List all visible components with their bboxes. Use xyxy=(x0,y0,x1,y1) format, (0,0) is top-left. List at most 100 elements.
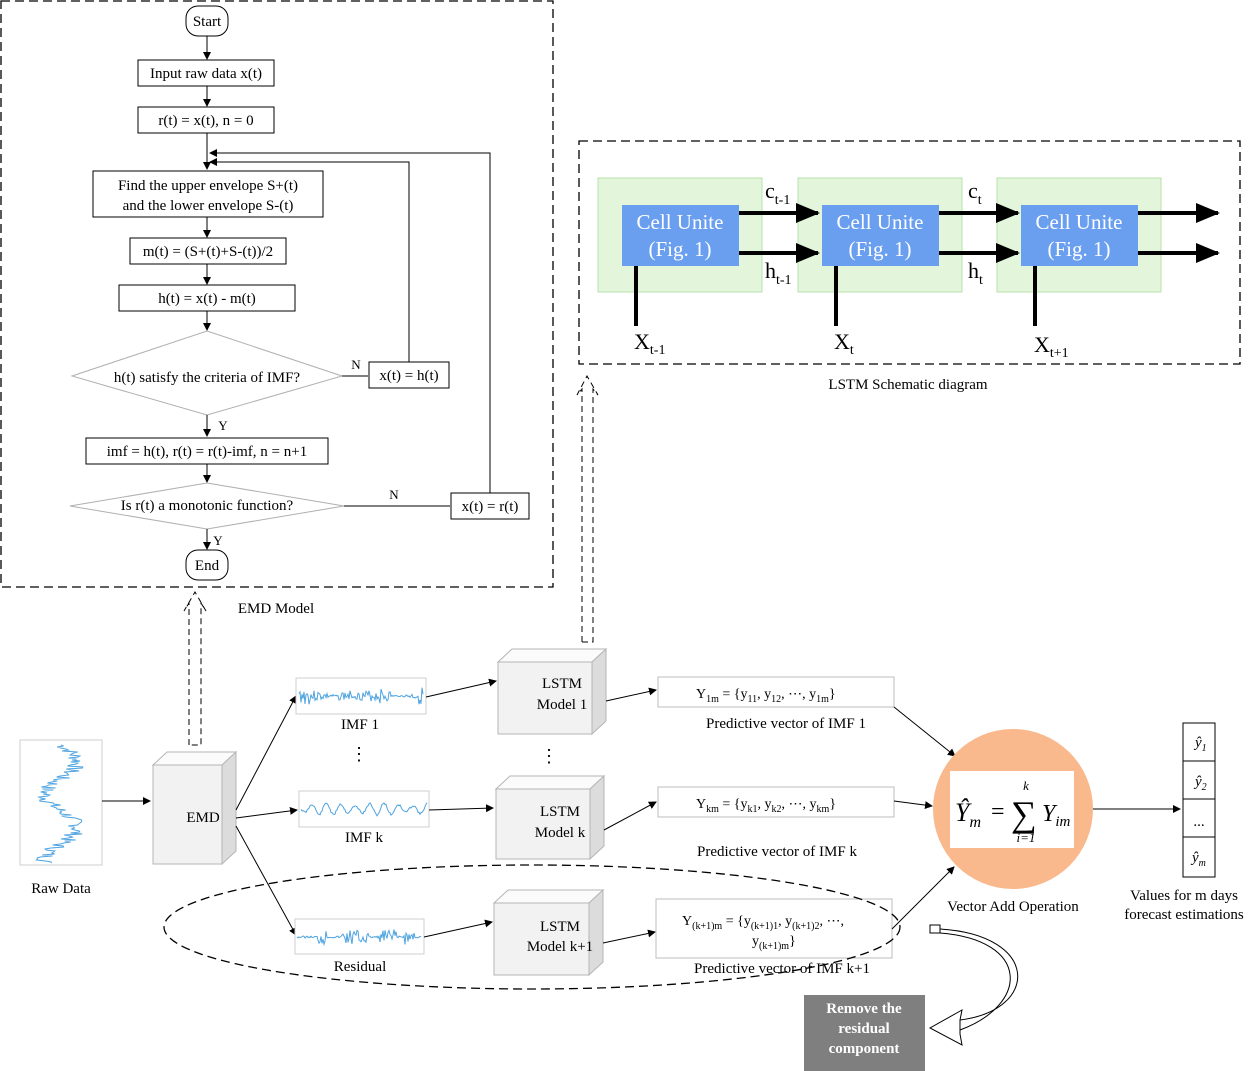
lstm1-line2: Model 1 xyxy=(537,697,587,713)
emd-model-panel: Start Input raw data x(t) r(t) = x(t), n… xyxy=(0,0,554,588)
imf-update-label: imf = h(t), r(t) = r(t)-imf, n = n+1 xyxy=(107,444,307,460)
raw-data-wave xyxy=(35,744,84,864)
imf1-label: IMF 1 xyxy=(341,717,379,733)
mean-box xyxy=(129,237,287,265)
residual-dashed-ellipse xyxy=(163,864,901,990)
criteria-no-label: N xyxy=(351,357,361,372)
remove-residual-box xyxy=(804,995,925,1071)
monotonic-label: Is r(t) a monotonic function? xyxy=(121,498,294,514)
lstm-schematic-panel: Cell Unite (Fig. 1) Cell Unite (Fig. 1) … xyxy=(578,140,1241,365)
arrow-lstm1-y1m xyxy=(605,687,657,702)
output-cell-1 xyxy=(1182,722,1216,762)
arrow-residual-lstmk1 xyxy=(423,919,493,938)
imfk-label: IMF k xyxy=(345,830,383,846)
lstm1-line1: LSTM xyxy=(542,676,582,692)
remove-line2: residual xyxy=(838,1021,889,1037)
lstm-model-k xyxy=(494,774,606,861)
start-label: Start xyxy=(193,14,222,30)
envelope-line1: Find the upper envelope S+(t) xyxy=(118,178,298,194)
output-cell-dots xyxy=(1182,798,1216,838)
yk1m-formula-line2: y(k+1)m} xyxy=(752,934,796,952)
arrow-lstmk-ykm xyxy=(603,801,657,831)
c-prev-label: ct-1 xyxy=(765,178,790,208)
monotonic-no-label: N xyxy=(389,487,399,502)
ykm-box xyxy=(657,786,895,818)
arrow-imf1-lstm1 xyxy=(425,678,497,698)
values-line2: forecast estimations xyxy=(1124,907,1244,923)
h-label: h(t) = x(t) - m(t) xyxy=(158,291,256,307)
input-box xyxy=(137,59,275,87)
yk1m-formula-line1: Y(k+1)m = {y(k+1)1, y(k+1)2, ⋯, xyxy=(682,914,844,932)
end-terminal xyxy=(185,549,229,581)
arrow-y1m-sum xyxy=(893,706,956,757)
values-line1: Values for m days xyxy=(1130,888,1238,904)
lstmk-line1: LSTM xyxy=(540,804,580,820)
sum-bottom: i=1 xyxy=(1017,830,1036,845)
emd-model-caption: EMD Model xyxy=(238,601,314,617)
sum-sigma: ∑ xyxy=(1011,794,1037,834)
c-curr-label: ct xyxy=(968,178,982,208)
output-cell-m xyxy=(1182,836,1216,878)
lstm-vdots: ⋮ xyxy=(540,746,558,766)
x-next-label: Xt+1 xyxy=(1034,332,1069,361)
arrow-yk1m-sum xyxy=(891,866,955,930)
residual-label: Residual xyxy=(334,959,387,975)
lstm-model-k1 xyxy=(492,888,605,977)
loop-r-arrow xyxy=(209,149,491,493)
lstmk1-line2: Model k+1 xyxy=(527,939,593,955)
x-prev-label: Xt-1 xyxy=(634,329,665,358)
criteria-label: h(t) satisfy the criteria of IMF? xyxy=(114,370,301,386)
predk1-label: Predictive vector of IMF k+1 xyxy=(694,961,870,977)
y1m-box xyxy=(657,676,895,708)
emd-link-arrow xyxy=(183,591,207,746)
yk1m-box xyxy=(655,898,893,959)
lstm-link-arrow xyxy=(576,374,599,643)
x-eq-h-label: x(t) = h(t) xyxy=(379,368,438,384)
arrow-imfk-lstmk xyxy=(428,804,494,813)
init-label: r(t) = x(t), n = 0 xyxy=(158,113,253,129)
sum-eq: = xyxy=(991,799,1005,825)
imfk-box xyxy=(298,790,430,828)
monotonic-yes-label: Y xyxy=(213,533,223,548)
envelope-line2: and the lower envelope S-(t) xyxy=(123,198,294,214)
arrow-lstmk1-yk1m xyxy=(602,929,656,944)
mean-label: m(t) = (S+(t)+S-(t))/2 xyxy=(143,244,273,260)
raw-data-label: Raw Data xyxy=(31,881,91,897)
output-dots: ... xyxy=(1193,814,1204,830)
lstm-dashed-frame xyxy=(578,140,1241,365)
cell-unite-3 xyxy=(1021,205,1138,266)
lstm-model-1 xyxy=(496,647,608,736)
cell-1-line1: Cell Unite xyxy=(637,210,724,234)
y1m-formula: Y1m = {y11, y12, ⋯, y1m} xyxy=(696,687,836,705)
cell-3-line2: (Fig. 1) xyxy=(1048,237,1111,261)
sum-lhs: Ŷm xyxy=(955,798,981,831)
envelope-box xyxy=(92,170,324,218)
init-box xyxy=(137,106,275,134)
loop-h-arrow xyxy=(209,158,410,362)
output-vector xyxy=(1182,722,1216,878)
sum-formula-box xyxy=(950,771,1074,848)
arrow-emd-imfk xyxy=(235,806,298,819)
output-y2: ŷ2 xyxy=(1193,774,1207,793)
imfk-wave xyxy=(300,802,428,817)
vector-add-label: Vector Add Operation xyxy=(947,899,1079,915)
arrow-emd-residual xyxy=(235,825,297,936)
cell-2-line1: Cell Unite xyxy=(837,210,924,234)
imf-vdots: ⋮ xyxy=(350,744,368,764)
sum-top: k xyxy=(1023,778,1029,793)
emd-cube xyxy=(151,750,238,866)
cell-unite-1 xyxy=(622,205,739,266)
remove-line1: Remove the xyxy=(826,1001,902,1017)
h-prev-label: ht-1 xyxy=(765,258,792,288)
pred1-label: Predictive vector of IMF 1 xyxy=(706,716,866,732)
imf1-wave xyxy=(298,687,424,705)
arrow-emd-imf1 xyxy=(235,695,297,811)
x-eq-r-label: x(t) = r(t) xyxy=(462,499,519,515)
arrow-ykm-sum xyxy=(893,800,933,810)
emd-dashed-frame xyxy=(0,0,554,588)
predk-label: Predictive vector of IMF k xyxy=(697,844,857,860)
h-curr-label: ht xyxy=(968,258,983,288)
output-y1: ŷ1 xyxy=(1193,735,1207,754)
x-curr-label: Xt xyxy=(834,329,854,358)
criteria-yes-label: Y xyxy=(218,418,228,433)
